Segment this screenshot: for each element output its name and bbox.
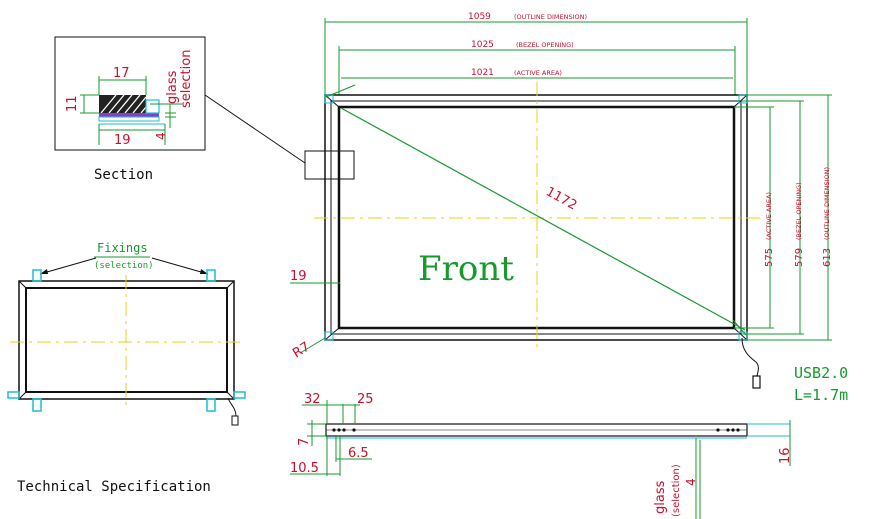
section-dim-17: 17 [113, 66, 130, 81]
front-title: Front [418, 249, 514, 289]
side-dim-7: 7 [297, 438, 312, 446]
side-dim-25: 25 [357, 392, 374, 407]
side-view: 32 25 7 6.5 10.5 16 glass (selection) 4 [290, 392, 793, 519]
v-bezel-value: 579 [794, 248, 805, 267]
outline-dim-label: (OUTLINE DIMENSION) [514, 13, 587, 21]
active-dim-label: (ACTIVE AREA) [514, 69, 562, 77]
side-dim-16: 16 [778, 447, 793, 464]
usb-plug-icon [752, 375, 761, 389]
fixing-bracket-icon [233, 391, 246, 399]
bezel-dim-label: (BEZEL OPENING) [516, 41, 574, 49]
diagonal-line [340, 107, 746, 331]
section-dim-11: 11 [65, 95, 80, 112]
front-view: 1059 (OUTLINE DIMENSION) 1025 (BEZEL OPE… [290, 12, 833, 389]
v-outline-label: (OUTLINE DIMENSION) [823, 167, 831, 240]
section-dim-19: 19 [114, 133, 131, 148]
active-dim-value: 1021 [471, 68, 494, 78]
v-bezel-label: (BEZEL OPENING) [795, 182, 803, 240]
section-selection-label: selection [179, 50, 194, 108]
fixings-view: Fixings (selection) [7, 241, 246, 426]
section-title: Section [94, 167, 153, 183]
fixings-label: Fixings [97, 241, 148, 255]
usb-type: USB2.0 [794, 364, 848, 382]
v-active-label: (ACTIVE AREA) [765, 192, 773, 240]
usb-plug-icon [231, 415, 239, 426]
usb-length: L=1.7m [794, 386, 848, 404]
side-dim-10-5: 10.5 [290, 461, 319, 476]
side-dim-32: 32 [304, 392, 321, 407]
v-active-value: 575 [764, 248, 775, 267]
fixing-bracket-icon [206, 398, 216, 412]
radius-dim: R7 [290, 339, 313, 361]
section-leader-line [204, 94, 306, 164]
section-profile [99, 95, 146, 113]
fixing-bracket-icon [32, 269, 42, 282]
section-frame [54, 36, 206, 151]
bezel-dim-value: 1025 [471, 40, 494, 50]
section-detail: 17 11 19 4 glass selection [54, 36, 206, 151]
outline-dim-value: 1059 [468, 12, 491, 22]
diagonal-dim: 1172 [543, 184, 579, 213]
side-glass-label: glass [653, 480, 668, 514]
side-dim-6-5: 6.5 [348, 446, 369, 461]
section-dim-4: 4 [154, 132, 168, 140]
border-dim: 19 [290, 269, 307, 284]
section-glass-layer [99, 113, 159, 117]
fixing-bracket-icon [206, 269, 216, 282]
v-outline-value: 613 [822, 248, 833, 267]
fixings-sub: (selection) [94, 261, 154, 271]
side-dim-4: 4 [684, 478, 698, 486]
side-selection-label: (selection) [671, 464, 682, 517]
spec-title: Technical Specification [17, 479, 211, 495]
fixing-bracket-icon [32, 398, 42, 412]
detail-callout-box [304, 150, 355, 180]
section-glass-label: glass [165, 70, 180, 104]
usb-cable [741, 337, 759, 377]
fixing-bracket-icon [7, 391, 20, 399]
